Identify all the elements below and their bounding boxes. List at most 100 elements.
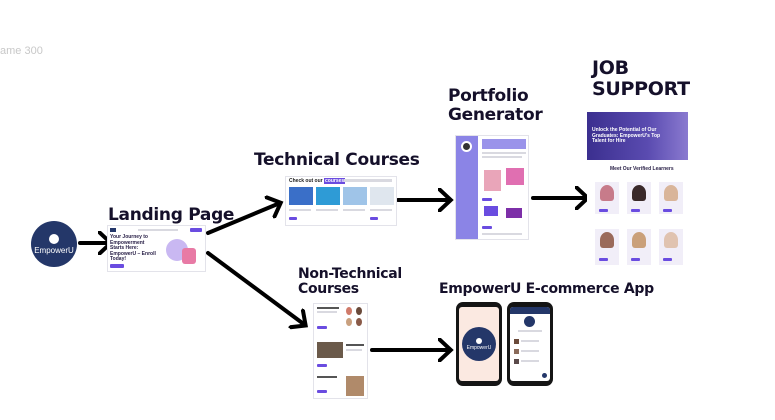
phone-splash-logo: EmpowerU xyxy=(462,327,496,361)
course-card-text-3 xyxy=(343,209,365,211)
phone-product-text-3 xyxy=(521,360,539,362)
learner-button-6 xyxy=(663,258,672,261)
portfolio-button-2 xyxy=(482,226,492,229)
job-support-title: JOB SUPPORT xyxy=(592,58,690,100)
technical-filter-tabs xyxy=(344,179,392,182)
portfolio-text-2 xyxy=(482,156,522,158)
course-card-text-4 xyxy=(370,209,392,211)
portfolio-project-image-2 xyxy=(506,168,524,185)
arrow-landing-to-technical xyxy=(206,203,280,235)
phone-app-bar xyxy=(510,307,550,314)
learner-photo-4 xyxy=(600,232,614,248)
course-card-image-2 xyxy=(316,187,340,205)
nontech-button-3 xyxy=(317,390,327,393)
ecommerce-phone-splash[interactable]: EmpowerU xyxy=(456,302,502,386)
landing-hero-button xyxy=(110,264,124,268)
landing-nav-logo-icon xyxy=(110,228,116,232)
nontech-course-image-1 xyxy=(317,342,343,358)
technical-courses-thumbnail[interactable]: Check out our courses xyxy=(286,177,396,225)
phone-product-thumb-1 xyxy=(514,339,519,344)
phone-profile-avatar xyxy=(524,316,535,327)
technical-section-badge: courses xyxy=(324,178,346,184)
learner-button-3 xyxy=(663,209,672,212)
technical-section-heading: Check out our courses xyxy=(289,178,346,185)
portfolio-avatar-icon xyxy=(463,143,470,150)
phone-profile-name xyxy=(518,330,542,332)
job-title-line1: JOB xyxy=(592,57,629,79)
portfolio-footer xyxy=(482,233,522,235)
course-card-button-4 xyxy=(370,217,378,220)
portfolio-header-bar xyxy=(482,139,526,149)
logo-mark-icon xyxy=(49,233,59,244)
nontech-avatar-3 xyxy=(346,318,352,326)
course-card-image-4 xyxy=(370,187,394,205)
portfolio-title-line1: Portfolio xyxy=(448,86,529,106)
learner-button-1 xyxy=(599,209,608,212)
phone-product-text-2 xyxy=(521,350,539,352)
nontech-avatar-2 xyxy=(356,307,362,315)
learner-button-4 xyxy=(599,258,608,261)
course-card-button-1 xyxy=(289,217,297,220)
nontech-course-text-2 xyxy=(346,349,362,351)
learner-photo-3 xyxy=(664,185,678,201)
learner-photo-6 xyxy=(664,232,678,248)
course-card-text-1 xyxy=(289,209,311,211)
learner-photo-1 xyxy=(600,185,614,201)
phone-product-text-1 xyxy=(521,340,539,342)
landing-page-title: Landing Page xyxy=(108,205,235,225)
phone-logo-text: EmpowerU xyxy=(466,344,492,351)
nontech-course-text-1 xyxy=(346,344,364,346)
portfolio-generator-thumbnail[interactable] xyxy=(456,136,528,239)
phone-logo-mark-icon xyxy=(476,337,482,344)
portfolio-text-1 xyxy=(482,152,526,154)
portfolio-title-line2: Generator xyxy=(448,104,543,125)
job-banner-text: Unlock the Potential of Our Graduates: E… xyxy=(592,127,661,144)
ecommerce-phone-products[interactable] xyxy=(507,302,553,386)
nontech-button-2 xyxy=(317,364,327,367)
phone-products-screen xyxy=(510,307,550,381)
frame-label: ame 300 xyxy=(0,45,43,57)
nontech-header-text xyxy=(317,307,339,309)
nontech-button-1 xyxy=(317,326,327,329)
portfolio-button-1 xyxy=(482,198,492,201)
non-technical-courses-thumbnail[interactable] xyxy=(314,304,367,398)
portfolio-project-image-4 xyxy=(506,208,522,218)
job-title-line2: SUPPORT xyxy=(592,77,690,100)
empoweru-logo[interactable]: EmpowerU xyxy=(31,221,77,267)
non-technical-courses-title: Non-Technical Courses xyxy=(298,266,402,298)
course-card-image-3 xyxy=(343,187,367,205)
landing-page-thumbnail[interactable]: Your Journey to Empowerment Starts Here:… xyxy=(108,226,205,271)
ecommerce-app-title: EmpowerU E-commerce App xyxy=(439,281,654,297)
portfolio-project-image-1 xyxy=(484,170,501,191)
technical-courses-title: Technical Courses xyxy=(254,150,420,170)
portfolio-project-image-3 xyxy=(484,206,498,216)
learner-photo-2 xyxy=(632,185,646,201)
landing-hero-figure-icon xyxy=(182,248,196,264)
nontech-section-text xyxy=(317,376,337,378)
nontech-avatar-1 xyxy=(346,307,352,315)
phone-product-thumb-3 xyxy=(514,359,519,364)
phone-splash-screen: EmpowerU xyxy=(459,307,499,381)
nontech-course-image-2 xyxy=(346,376,364,396)
nontech-header-sub xyxy=(317,311,337,313)
logo-text: EmpowerU xyxy=(34,245,74,255)
job-section-heading: Meet Our Verified Learners xyxy=(610,166,674,172)
portfolio-sidebar xyxy=(456,136,478,239)
phone-product-thumb-2 xyxy=(514,349,519,354)
arrow-landing-to-nontechnical xyxy=(206,251,305,325)
technical-section-text: Check out our xyxy=(289,178,323,184)
nontech-avatar-4 xyxy=(356,318,362,326)
landing-nav-links xyxy=(138,229,178,231)
nontech-title-line1: Non-Technical xyxy=(298,266,402,282)
phone-fab-button xyxy=(542,373,547,378)
nontech-title-line2: Courses xyxy=(298,281,359,298)
learner-button-5 xyxy=(631,258,640,261)
learner-button-2 xyxy=(631,209,640,212)
portfolio-generator-title: Portfolio Generator xyxy=(448,86,543,125)
learner-photo-5 xyxy=(632,232,646,248)
job-support-thumbnail[interactable]: Unlock the Potential of Our Graduates: E… xyxy=(587,112,688,267)
course-card-image-1 xyxy=(289,187,313,205)
landing-hero-text: Your Journey to Empowerment Starts Here:… xyxy=(110,234,156,262)
course-card-text-2 xyxy=(316,209,338,211)
